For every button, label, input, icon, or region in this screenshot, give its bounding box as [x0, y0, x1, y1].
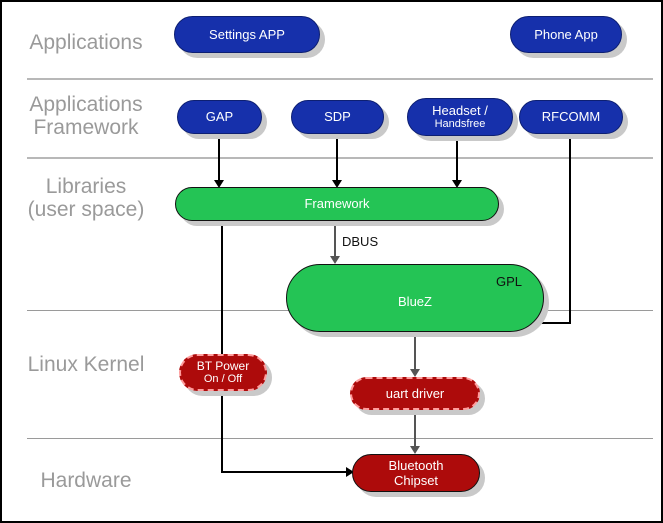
node-body	[177, 100, 262, 134]
node-settings-app-label: Settings APP	[209, 26, 285, 42]
edge-uart-to-chipset-line	[414, 409, 416, 451]
edge-sdp-to-framework-line	[336, 134, 338, 182]
node-framework-label: Framework	[304, 196, 370, 212]
node-bluez[interactable]: GPL BlueZ	[286, 264, 549, 337]
node-bluetooth-chipset-text: Bluetooth Chipset	[389, 458, 444, 489]
edge-uart-to-chipset-arrow	[410, 446, 420, 454]
edge-label-dbus: DBUS	[342, 234, 379, 249]
node-body	[179, 354, 267, 391]
node-gap-label: GAP	[205, 109, 234, 125]
layer-label-applications: Applications	[29, 31, 143, 54]
node-body	[286, 264, 544, 332]
edge-framework-to-bluez-line	[334, 220, 336, 262]
node-phone-app[interactable]: Phone App	[510, 16, 627, 58]
edge-rfcomm-to-bluez-hline	[536, 322, 571, 324]
node-body	[350, 377, 480, 410]
edge-rfcomm-to-bluez-vline	[569, 134, 571, 324]
node-body	[510, 16, 622, 53]
node-bt-power-sublabel: On / Off	[203, 373, 243, 386]
edge-headset-to-framework-line	[456, 134, 458, 182]
node-sdp-label: SDP	[324, 109, 351, 125]
edge-framework-to-chipset-vline	[221, 220, 223, 472]
node-rfcomm-label: RFCOMM	[541, 109, 601, 125]
node-body	[291, 100, 384, 134]
node-rfcomm[interactable]: RFCOMM	[519, 100, 628, 139]
layer-label-libraries: Libraries (user space)	[27, 175, 145, 221]
node-bluez-label: BlueZ	[398, 294, 432, 310]
node-body	[407, 98, 513, 136]
node-uart-driver[interactable]: uart driver	[350, 377, 485, 415]
node-bt-power[interactable]: BT Power On / Off	[179, 354, 272, 396]
node-bt-power-text: BT Power On / Off	[197, 359, 249, 386]
node-bluetooth-chipset[interactable]: Bluetooth Chipset	[352, 454, 485, 497]
edge-sdp-to-framework-arrow	[332, 180, 342, 188]
edge-bluez-to-uart-arrow	[410, 369, 420, 377]
node-body	[519, 100, 623, 134]
edge-gap-to-framework-line	[218, 134, 220, 182]
node-body	[174, 16, 320, 53]
edge-framework-to-bluez-arrow	[330, 256, 340, 264]
layer-label-linux-kernel: Linux Kernel	[27, 353, 145, 376]
edge-gap-to-framework-arrow	[214, 180, 224, 188]
edge-framework-to-chipset-hline	[221, 471, 348, 473]
node-sdp[interactable]: SDP	[291, 100, 389, 139]
node-headset-handsfree-sublabel: Handsfree	[434, 118, 486, 131]
edge-headset-to-framework-arrow	[452, 180, 462, 188]
node-headset-handsfree[interactable]: Headset / Handsfree	[407, 98, 518, 141]
node-body	[175, 187, 499, 221]
node-gap[interactable]: GAP	[177, 100, 267, 139]
layer-separator-linux-kernel	[27, 438, 653, 439]
layer-label-hardware: Hardware	[40, 469, 132, 492]
layer-label-applications-framework: Applications Framework	[29, 93, 143, 139]
node-headset-handsfree-label: Headset /	[432, 102, 488, 118]
node-body	[352, 454, 480, 492]
node-bluetooth-chipset-label: Bluetooth	[388, 457, 444, 473]
layer-separator-applications-framework	[27, 157, 653, 159]
node-uart-driver-label: uart driver	[385, 385, 445, 401]
node-settings-app[interactable]: Settings APP	[174, 16, 325, 58]
node-bluez-gpl-badge: GPL	[495, 274, 522, 289]
node-bt-power-label: BT Power	[196, 358, 250, 373]
node-framework[interactable]: Framework	[175, 187, 504, 226]
node-bluetooth-chipset-sublabel: Chipset	[393, 473, 439, 488]
node-phone-app-label: Phone App	[534, 26, 598, 42]
node-headset-handsfree-text: Headset / Handsfree	[432, 103, 488, 131]
edge-bluez-to-uart-line	[414, 332, 416, 374]
edge-framework-to-chipset-arrow	[346, 467, 354, 477]
layer-separator-applications	[27, 78, 653, 80]
